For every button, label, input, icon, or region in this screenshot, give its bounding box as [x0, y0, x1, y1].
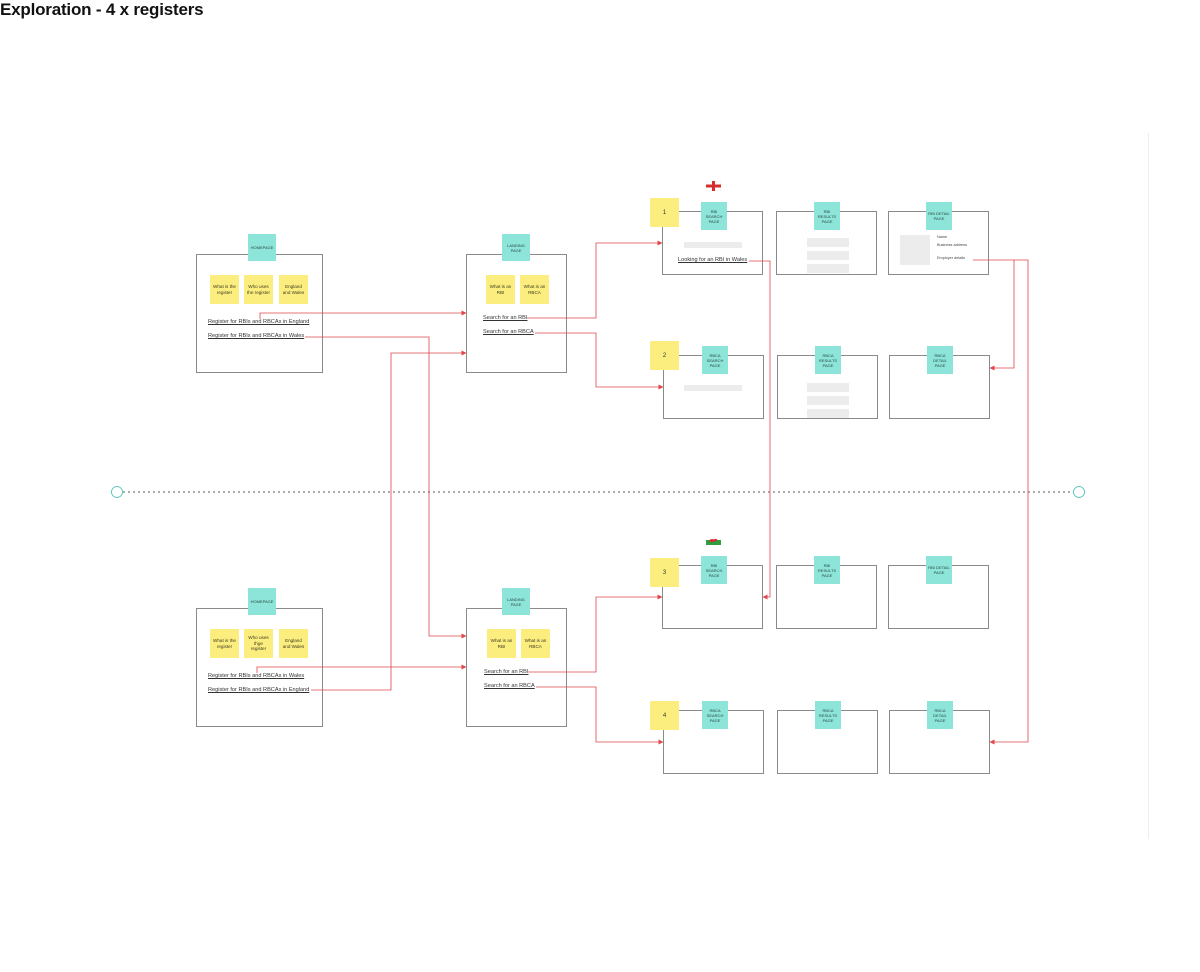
link-register-wales[interactable]: Register for RBIs and RBCAs in Wales	[208, 673, 305, 679]
result-row	[807, 251, 849, 260]
sticky-what-is-rbca[interactable]: What is an RBCA	[520, 275, 549, 304]
rbca-search-page-tag-2: RBCA SEARCH PAGE	[702, 346, 728, 374]
sticky-what-is-rbca[interactable]: What is an RBCA	[521, 629, 550, 658]
link-search-rbi[interactable]: Search for an RBI	[483, 315, 528, 321]
link-looking-for-rbi-in-wales[interactable]: Looking for an RBI in Wales	[678, 257, 748, 263]
rbi-results-page-tag-3: RBI RESULTS PAGE	[814, 556, 840, 584]
wales-flag-icon	[706, 535, 721, 545]
england-homepage-tag: HOMEPAGE	[248, 234, 276, 261]
england-landing-frame[interactable]	[466, 254, 567, 373]
wales-homepage-tag: HOMEPAGE	[248, 588, 276, 615]
divider-end-node[interactable]	[1073, 486, 1085, 498]
search-box-placeholder	[684, 385, 742, 391]
link-search-rbi[interactable]: Search for an RBI	[484, 669, 529, 675]
result-row	[807, 264, 849, 273]
connector-wales-home-to-eng-landing	[311, 350, 467, 691]
wales-landing-frame[interactable]	[466, 608, 567, 727]
rbi-results-page-tag-1: RBI RESULTS PAGE	[814, 202, 840, 230]
wales-landing-tag: LANDING PAGE	[502, 588, 530, 615]
detail-field-business-address: Business address	[937, 243, 967, 247]
result-row	[807, 383, 849, 392]
rbca-detail-page-tag-2: RBCA DETAIL PAGE	[927, 346, 953, 374]
sticky-who-uses-register[interactable]: Who uses the register	[244, 275, 273, 304]
rbi-search-page-tag-3: RBI SEARCH PAGE	[701, 556, 727, 584]
link-search-rbca[interactable]: Search for an RBCA	[483, 329, 534, 335]
england-landing-tag: LANDING PAGE	[502, 234, 530, 261]
sticky-who-uses-register[interactable]: Who uses thge register	[244, 629, 273, 658]
wales-homepage-frame[interactable]	[196, 608, 323, 727]
detail-field-name: Name	[937, 235, 948, 239]
sticky-what-is-rbi[interactable]: What is an RBI	[487, 629, 516, 658]
sticky-what-is-register[interactable]: What is the register	[210, 275, 239, 304]
link-search-rbca[interactable]: Search for an RBCA	[484, 683, 535, 689]
sticky-what-is-register[interactable]: What is the register	[210, 629, 239, 658]
connector-wales-link-to-flow-3	[749, 260, 771, 600]
rbca-search-page-tag-4: RBCA SEARCH PAGE	[702, 701, 728, 729]
sticky-england-and-wales[interactable]: England and Wales	[279, 629, 308, 658]
detail-field-employer-details: Employer details	[937, 256, 966, 260]
flow-number-1: 1	[650, 198, 679, 227]
flow-number-4: 4	[650, 701, 679, 730]
result-row	[807, 238, 849, 247]
link-register-wales[interactable]: Register for RBIs and RBCAs in Wales	[208, 333, 305, 339]
rbca-detail-page-tag-4: RBCA DETAIL PAGE	[927, 701, 953, 729]
rbca-results-page-tag-4: RBCA RESULTS PAGE	[815, 701, 841, 729]
england-flag-icon	[706, 181, 721, 191]
result-row	[807, 409, 849, 418]
sticky-england-and-wales[interactable]: England and Wales	[279, 275, 308, 304]
page-title: Exploration - 4 x registers	[0, 0, 204, 19]
flow-number-2: 2	[650, 341, 679, 370]
search-box-placeholder	[684, 242, 742, 248]
connector-detail-to-wales-rbca-detail	[989, 259, 1029, 745]
rbi-detail-page-tag-1: RBI DETAIL PAGE	[926, 202, 952, 230]
canvas-edge-line	[1148, 133, 1149, 839]
rbca-results-page-tag-2: RBCA RESULTS PAGE	[815, 346, 841, 374]
rbi-detail-page-tag-3: RBI DETAIL PAGE	[926, 556, 952, 584]
result-row	[807, 396, 849, 405]
divider-start-node[interactable]	[111, 486, 123, 498]
flow-number-3: 3	[650, 558, 679, 587]
england-homepage-frame[interactable]	[196, 254, 323, 373]
detail-image-placeholder	[900, 235, 930, 265]
sticky-what-is-rbi[interactable]: What is an RBI	[486, 275, 515, 304]
connector-detail-to-rbca-detail	[973, 259, 1015, 371]
link-register-england[interactable]: Register for RBIs and RBCAs in England	[208, 319, 310, 325]
connector-eng-home-to-wales-landing	[305, 336, 467, 639]
rbi-search-page-tag-1: RBI SEARCH PAGE	[701, 202, 727, 230]
link-register-england[interactable]: Register for RBIs and RBCAs in England	[208, 687, 310, 693]
